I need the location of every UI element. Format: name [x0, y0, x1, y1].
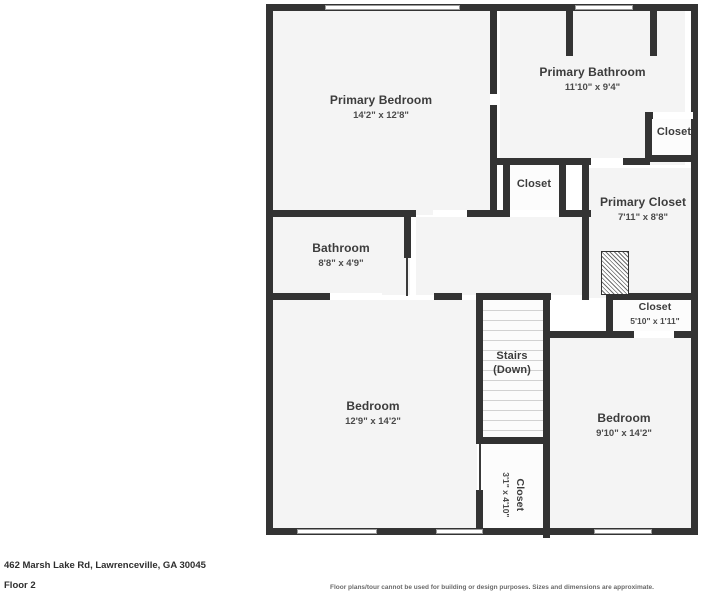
door-closet-center: [510, 210, 558, 217]
wall-closet-bottom-top: [476, 437, 550, 444]
wall-stairs-left: [476, 293, 483, 443]
wall-exterior-right-upper: [691, 4, 698, 122]
stair-tread: [483, 320, 543, 321]
wall-primary-closet-left: [582, 158, 589, 300]
window-bedroom-left-bottom-b: [436, 529, 483, 534]
stair-tread: [483, 410, 543, 411]
window-bedroom-left-bottom-a: [297, 529, 377, 534]
wall-closet-bottom-left-thin: [479, 443, 481, 491]
door-bathroom: [330, 293, 382, 300]
wall-interior-primary-bedroom-right: [490, 4, 497, 94]
door-primary-bathroom: [591, 158, 623, 165]
wall-closet-center-right: [559, 158, 566, 216]
door-closet-top-right: [653, 112, 693, 119]
room-fill-closet-mid-right: [612, 298, 698, 336]
room-fill-closet-top-right: [650, 118, 698, 156]
wall-stairs-right: [543, 293, 550, 538]
footer: 462 Marsh Lake Rd, Lawrenceville, GA 300…: [0, 552, 704, 600]
wall-bedroom-right-top: [550, 331, 612, 338]
stairs-treads: [483, 300, 543, 440]
room-fill-closet-bottom: [483, 450, 543, 530]
floor-label: Floor 2: [4, 580, 36, 591]
room-fill-bedroom-left: [272, 300, 477, 530]
room-fill-bathroom: [272, 217, 410, 295]
wall-closet-mid-right-left: [606, 293, 613, 338]
wall-hallway-bottom-left: [266, 293, 330, 300]
wall-exterior-right-lower: [691, 162, 698, 535]
wall-hallway-top: [266, 210, 411, 217]
hatched-chase: [601, 251, 629, 295]
stair-tread: [483, 430, 543, 431]
property-address: 462 Marsh Lake Rd, Lawrenceville, GA 300…: [4, 560, 206, 571]
wall-hallway-bottom-right: [476, 293, 551, 300]
wall-bathroom-right-thin: [406, 258, 408, 296]
stair-tread: [483, 420, 543, 421]
stair-tread: [483, 350, 543, 351]
wall-bathroom-right: [404, 210, 411, 258]
wall-stub-primary-bathroom-top: [566, 4, 573, 56]
stair-tread: [483, 340, 543, 341]
room-fill-primary-bedroom: [272, 10, 490, 215]
wall-primary-bathroom-bottom: [494, 158, 650, 165]
wall-hallway-bottom-stub: [434, 293, 462, 300]
wall-hallway-top-d: [559, 210, 591, 217]
window-bedroom-right-bottom: [594, 529, 652, 534]
wall-exterior-bottom-center: [483, 528, 550, 535]
door-primary-bathroom-left: [490, 94, 497, 105]
stair-tread: [483, 310, 543, 311]
window-primary-bathroom-top: [575, 5, 633, 10]
stair-tread: [483, 360, 543, 361]
stair-tread: [483, 400, 543, 401]
door-primary-bedroom: [433, 210, 467, 217]
wall-closet-mid-right-top: [606, 293, 698, 300]
room-fill-closet-center: [508, 165, 560, 213]
wall-exterior-right-closet: [691, 118, 698, 162]
wall-interior-primary-bedroom-right-b: [490, 104, 497, 216]
stair-tread: [483, 390, 543, 391]
disclaimer-text: Floor plans/tour cannot be used for buil…: [330, 584, 654, 591]
wall-stub-primary-bathroom-top-right: [650, 4, 657, 56]
wall-closet-center-left: [503, 158, 510, 216]
room-fill-hallway: [416, 217, 606, 295]
stair-tread: [483, 330, 543, 331]
wall-closet-top-right-left: [645, 112, 652, 162]
wall-stairs-left-lower: [476, 490, 483, 535]
wall-exterior-left-upper: [266, 4, 273, 220]
window-primary-bedroom-top: [325, 5, 460, 10]
wall-hallway-top-c: [466, 210, 510, 217]
stair-tread: [483, 370, 543, 371]
room-fill-bedroom-right: [550, 338, 698, 530]
wall-exterior-left-lower: [266, 217, 273, 535]
stair-tread: [483, 380, 543, 381]
floor-plan-canvas: Primary Bedroom 14'2" x 12'8" Primary Ba…: [266, 4, 698, 538]
wall-closet-top-right-bottom: [645, 155, 698, 162]
door-closet-mid-right: [634, 331, 674, 338]
